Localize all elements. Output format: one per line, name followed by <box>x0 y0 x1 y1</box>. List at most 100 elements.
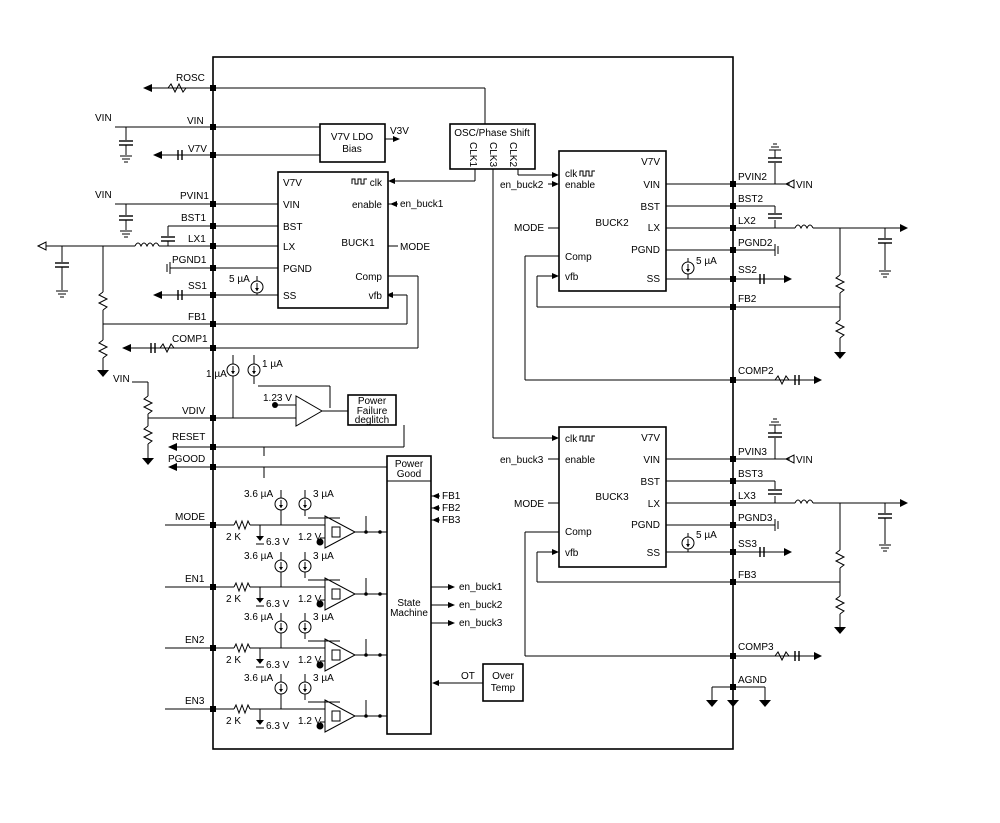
pin-pgood: PGOOD <box>168 454 387 478</box>
pin-label-ss3: SS3 <box>738 539 757 550</box>
buck3-en-signal: en_buck3 <box>500 455 544 466</box>
buck3-vin: VIN <box>643 455 660 466</box>
pin-fb1: FB1 <box>103 292 408 327</box>
buck2-ss: SS <box>647 274 661 285</box>
buck1-ss: SS <box>283 291 297 302</box>
pin-label-rosc: ROSC <box>176 73 205 84</box>
ext-vin1-label: VIN <box>95 190 112 201</box>
buck3-comp: Comp <box>565 527 592 538</box>
buck3-v7v: V7V <box>641 433 660 444</box>
state-machine-block: Power Good State Machine FB1 FB2 FB3 en_… <box>386 455 503 735</box>
pin-reset: RESET <box>168 425 405 456</box>
osc-clk2: CLK2 <box>507 142 518 167</box>
pin-label-fb1: FB1 <box>188 312 207 323</box>
ext-vin-label: VIN <box>95 113 112 124</box>
buck2-v7v: V7V <box>641 157 660 168</box>
osc-title: OSC/Phase Shift <box>454 128 530 139</box>
pin-label-en2: EN2 <box>185 635 205 646</box>
pin-label-pvin3: PVIN3 <box>738 447 767 458</box>
buck2-lx: LX <box>648 223 661 234</box>
pin-label-comp1: COMP1 <box>172 334 208 345</box>
stage-mode-vref: 1.2 V <box>298 532 322 543</box>
pin-label-vdiv: VDIV <box>182 406 206 417</box>
sm-ot: OT <box>461 671 475 682</box>
buck1-pgnd: PGND <box>283 264 312 275</box>
comparator-stage-en3: EN3 2 K 6.3 V 3.6 µA 3 µA 1.2 V <box>165 673 387 733</box>
pin-label-fb2: FB2 <box>738 294 757 305</box>
stage-en2-r: 2 K <box>226 655 241 666</box>
pin-label-pgnd3: PGND3 <box>738 513 773 524</box>
comparator-stage-mode: MODE 2 K 6.3 V 3.6 µA 3 µA 1.2 V <box>165 489 387 549</box>
buck2-name: BUCK2 <box>595 218 629 229</box>
pin-label-lx2: LX2 <box>738 216 756 227</box>
stage-en2-i-left: 3.6 µA <box>244 612 273 623</box>
buck1-name: BUCK1 <box>341 238 375 249</box>
pin-label-pgnd2: PGND2 <box>738 238 773 249</box>
sm-out-en1: en_buck1 <box>459 582 503 593</box>
right-pins-ch3: PVIN3 VIN BST3 LX3 PGND3 <box>706 418 908 707</box>
sm-fb2: FB2 <box>442 503 461 514</box>
pgood-line2: Good <box>397 469 421 480</box>
ext-vin-pvin2: VIN <box>796 180 813 191</box>
pin-label-comp3: COMP3 <box>738 642 774 653</box>
pin-label-agnd: AGND <box>738 675 767 686</box>
pf-line1: Power <box>358 396 387 407</box>
pin-comp1: COMP1 <box>122 275 419 354</box>
buck3-vfb: vfb <box>565 548 579 559</box>
stage-mode-zener: 6.3 V <box>266 537 290 548</box>
buck2-mode-signal: MODE <box>514 223 544 234</box>
buck2-bst: BST <box>641 202 660 213</box>
buck1-mode-signal: MODE <box>400 242 430 253</box>
chip-outline <box>212 56 734 750</box>
pin-label-ss2: SS2 <box>738 265 757 276</box>
pin-label-fb3: FB3 <box>738 570 757 581</box>
stage-en1-zener: 6.3 V <box>266 599 290 610</box>
stage-en1-i-left: 3.6 µA <box>244 551 273 562</box>
buck2-clk: clk <box>565 169 578 180</box>
buck3-enable: enable <box>565 455 595 466</box>
buck1-en-signal: en_buck1 <box>400 199 444 210</box>
pin-label-pgnd1: PGND1 <box>172 255 207 266</box>
stage-mode-i-right: 3 µA <box>313 489 334 500</box>
stage-en1-vref: 1.2 V <box>298 594 322 605</box>
stage-mode-i-left: 3.6 µA <box>244 489 273 500</box>
buck2-enable: enable <box>565 180 595 191</box>
stage-en2-zener: 6.3 V <box>266 660 290 671</box>
buck1-clk: clk <box>370 178 383 189</box>
pf-line3: deglitch <box>355 415 389 426</box>
buck1-v7v: V7V <box>283 178 302 189</box>
buck2-block: clk enable BUCK2 Comp vfb V7V VIN BST LX… <box>500 150 733 381</box>
buck3-clk: clk <box>565 434 578 445</box>
vdiv-isrc2: 1 µA <box>262 359 283 370</box>
buck3-isrc-label: 5 µA <box>696 530 717 541</box>
buck3-name: BUCK3 <box>595 492 629 503</box>
comparator-stage-en2: EN2 2 K 6.3 V 3.6 µA 3 µA 1.2 V <box>165 612 387 672</box>
pin-v7v: V7V <box>153 144 320 160</box>
stage-en2-i-right: 3 µA <box>313 612 334 623</box>
pin-vdiv: VIN VDIV 1 µA 1 µA 1.23 V Power Failure … <box>113 355 397 465</box>
buck2-vfb: vfb <box>565 272 579 283</box>
stage-en2-vref: 1.2 V <box>298 655 322 666</box>
right-pins-ch2: PVIN2 VIN BST2 LX2 PGND2 <box>730 143 908 386</box>
osc-clk1: CLK1 <box>467 142 478 167</box>
comparator-stage-en1: EN1 2 K 6.3 V 3.6 µA 3 µA 1.2 V <box>165 551 387 611</box>
ldo-out-label: V3V <box>390 126 409 137</box>
pin-label-pgood: PGOOD <box>168 454 205 465</box>
pin-label-pvin2: PVIN2 <box>738 172 767 183</box>
ext-vin-pvin3: VIN <box>796 455 813 466</box>
buck2-isrc-label: 5 µA <box>696 256 717 267</box>
overtemp-block: Over Temp <box>482 663 524 702</box>
osc-block: OSC/Phase Shift CLK1 CLK3 CLK2 <box>449 123 559 441</box>
sm-line2: Machine <box>390 608 428 619</box>
pin-label-bst3: BST3 <box>738 469 763 480</box>
buck1-bst: BST <box>283 222 302 233</box>
pin-ss1: SS1 5 µA <box>153 274 278 300</box>
ldo-subtitle: Bias <box>342 144 361 155</box>
ot-line2: Temp <box>491 683 516 694</box>
pin-rosc: ROSC <box>143 73 486 128</box>
buck3-bst: BST <box>641 477 660 488</box>
stage-en3-zener: 6.3 V <box>266 721 290 732</box>
stage-en1-i-right: 3 µA <box>313 551 334 562</box>
buck3-mode-signal: MODE <box>514 499 544 510</box>
